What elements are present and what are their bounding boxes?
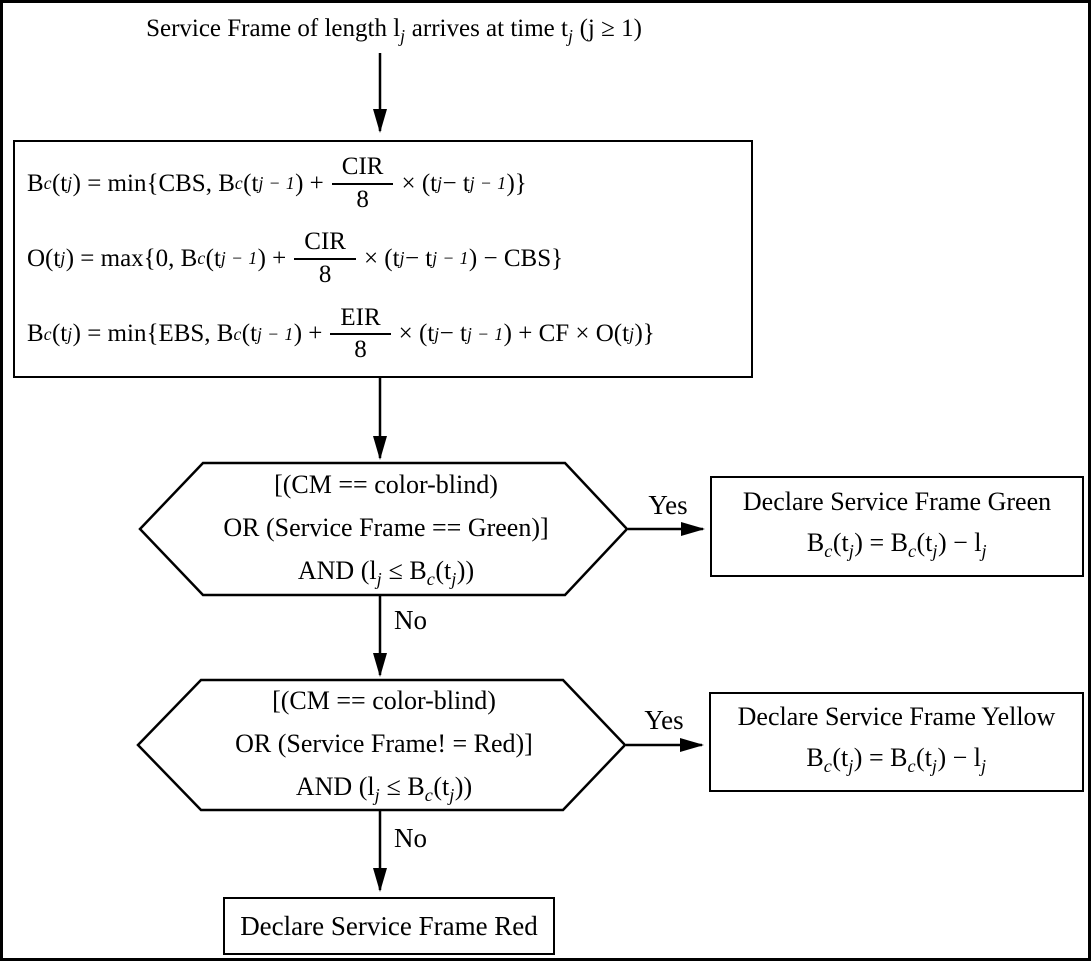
result-box-green: Declare Service Frame Green Bc(tj) = Bc(… bbox=[710, 476, 1084, 577]
decision2-text: [(CM == color-blind) OR (Service Frame! … bbox=[149, 683, 619, 813]
edge-label-yes-2: Yes bbox=[644, 705, 684, 735]
edge-label-yes-1: Yes bbox=[648, 490, 688, 520]
result-green-formula: Bc(tj) = Bc(tj) − lj bbox=[806, 527, 988, 562]
flowchart-connectors bbox=[136, 53, 705, 892]
decision1-line1: [(CM == color-blind) bbox=[274, 469, 498, 499]
result-yellow-line1: Declare Service Frame Yellow bbox=[737, 702, 1056, 732]
decision1-line2: OR (Service Frame == Green)] bbox=[223, 512, 549, 542]
result-box-red: Declare Service Frame Red bbox=[223, 897, 555, 955]
decision2-line2: OR (Service Frame! = Red)] bbox=[235, 728, 533, 758]
edge-label-no-2: No bbox=[394, 823, 427, 853]
decision1-text: [(CM == color-blind) OR (Service Frame =… bbox=[151, 466, 621, 598]
start-label: Service Frame of length lj arrives at ti… bbox=[146, 15, 642, 46]
edge-label-no-1: No bbox=[394, 605, 427, 635]
result-green-line1: Declare Service Frame Green bbox=[742, 486, 1052, 516]
decision2-line3: AND (lj ≤ Bc(tj)) bbox=[295, 771, 473, 806]
result-red-label: Declare Service Frame Red bbox=[240, 910, 538, 941]
result-box-yellow: Declare Service Frame Yellow Bc(tj) = Bc… bbox=[709, 692, 1084, 792]
decision-hexagon-2 bbox=[136, 678, 627, 812]
result-yellow-formula: Bc(tj) = Bc(tj) − lj bbox=[806, 743, 987, 777]
decision1-line3: AND (lj ≤ Bc(tj)) bbox=[297, 555, 475, 590]
decision2-line1: [(CM == color-blind) bbox=[272, 685, 496, 715]
decision-hexagon-1 bbox=[138, 461, 629, 597]
